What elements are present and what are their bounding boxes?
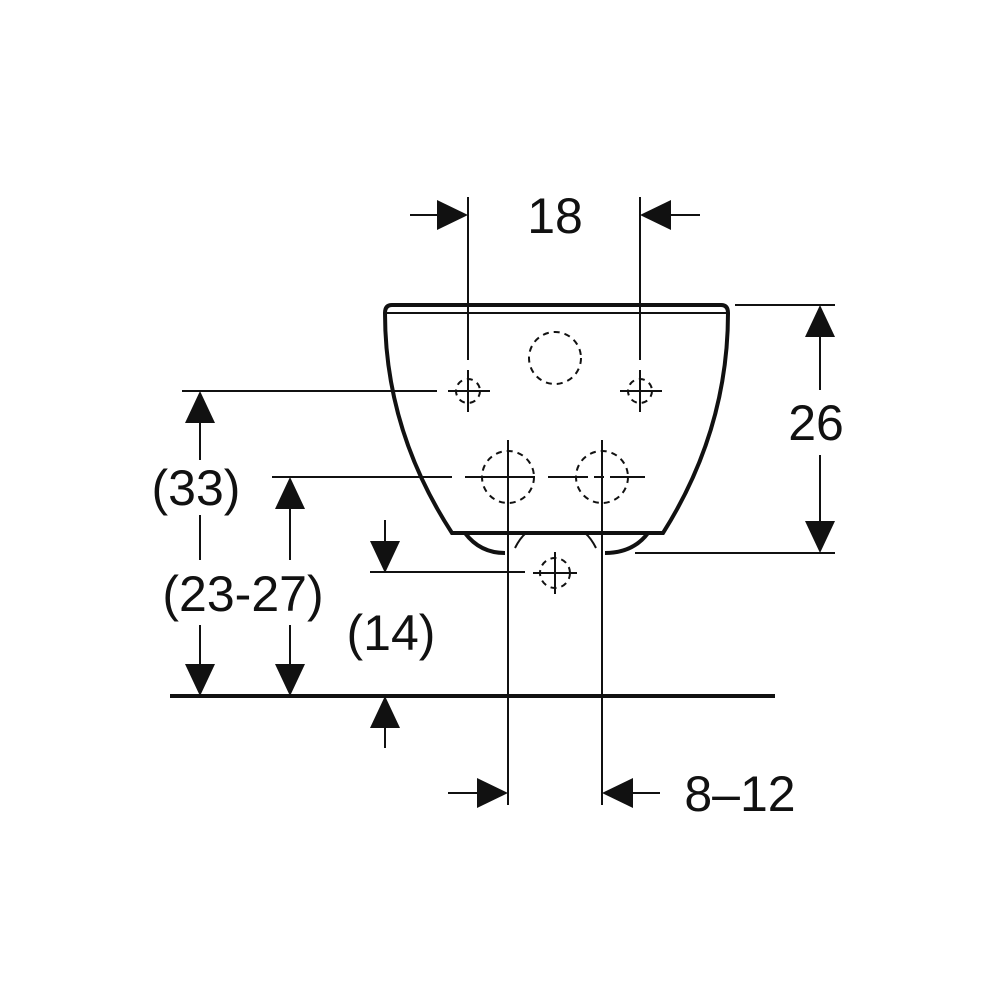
- dimension-arrows: [185, 200, 835, 808]
- bidet-outline: [382, 303, 731, 555]
- dim-label-14: (14): [347, 605, 436, 661]
- dim-label-18: 18: [527, 188, 583, 244]
- connection-holes: [448, 331, 662, 594]
- extension-lines: [170, 197, 835, 805]
- dim-label-33: (33): [152, 460, 241, 516]
- dim-label-8-12: 8–12: [684, 766, 795, 822]
- hole-upper-center: [528, 331, 582, 385]
- dim-label-23-27: (23-27): [162, 566, 323, 622]
- dim-label-26: 26: [788, 395, 844, 451]
